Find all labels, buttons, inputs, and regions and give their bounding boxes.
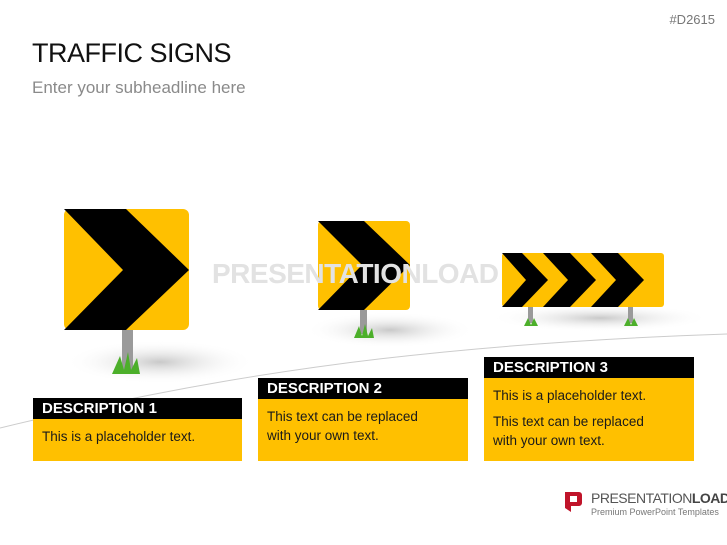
- sign-3-post-right: [628, 305, 633, 323]
- description-title: DESCRIPTION 3: [484, 357, 694, 378]
- description-text: This text can be replaced with your own …: [267, 409, 418, 443]
- description-box-3: DESCRIPTION 3 This is a placeholder text…: [484, 357, 694, 461]
- sign-1-post: [122, 328, 133, 372]
- logo-mark-icon: [565, 492, 582, 512]
- watermark: PRESENTATIONLOAD: [212, 258, 499, 289]
- presentationload-logo: PRESENTATIONLOAD Premium PowerPoint Temp…: [563, 490, 727, 517]
- description-title: DESCRIPTION 1: [33, 398, 242, 419]
- logo-name-bold: LOAD: [691, 490, 727, 506]
- sign-2-chevron-board: [318, 221, 410, 310]
- grass-icon: [354, 324, 374, 338]
- sign-2-shadow: [305, 312, 475, 348]
- sign-3-shadow: [490, 304, 710, 332]
- description-body: This is a placeholder text.: [33, 419, 242, 461]
- grass-icon: [624, 318, 638, 326]
- logo-name-light: PRESENTATION: [591, 490, 692, 506]
- description-body: This text can be replaced with your own …: [258, 399, 468, 461]
- page-title: TRAFFIC SIGNS: [32, 38, 232, 68]
- sign-3-post-left: [528, 305, 533, 323]
- description-box-2: DESCRIPTION 2 This text can be replaced …: [258, 378, 468, 461]
- description-body: This is a placeholder text. This text ca…: [484, 378, 694, 461]
- description-box-1: DESCRIPTION 1 This is a placeholder text…: [33, 398, 242, 461]
- description-title: DESCRIPTION 2: [258, 378, 468, 399]
- sign-1-shadow: [65, 340, 255, 384]
- grass-icon: [524, 318, 538, 326]
- logo-tagline: Premium PowerPoint Templates: [591, 507, 719, 517]
- description-text: This text can be replaced with your own …: [493, 414, 644, 448]
- page-subtitle: Enter your subheadline here: [32, 78, 246, 97]
- description-text: This is a placeholder text.: [42, 429, 196, 444]
- grass-icon: [112, 352, 140, 374]
- sign-2-post: [360, 308, 367, 334]
- slide-code: #D2615: [669, 12, 715, 27]
- description-text: This is a placeholder text.: [493, 388, 647, 403]
- sign-1-chevron-board: [64, 209, 189, 330]
- sign-3-chevron-barrier: [502, 253, 664, 307]
